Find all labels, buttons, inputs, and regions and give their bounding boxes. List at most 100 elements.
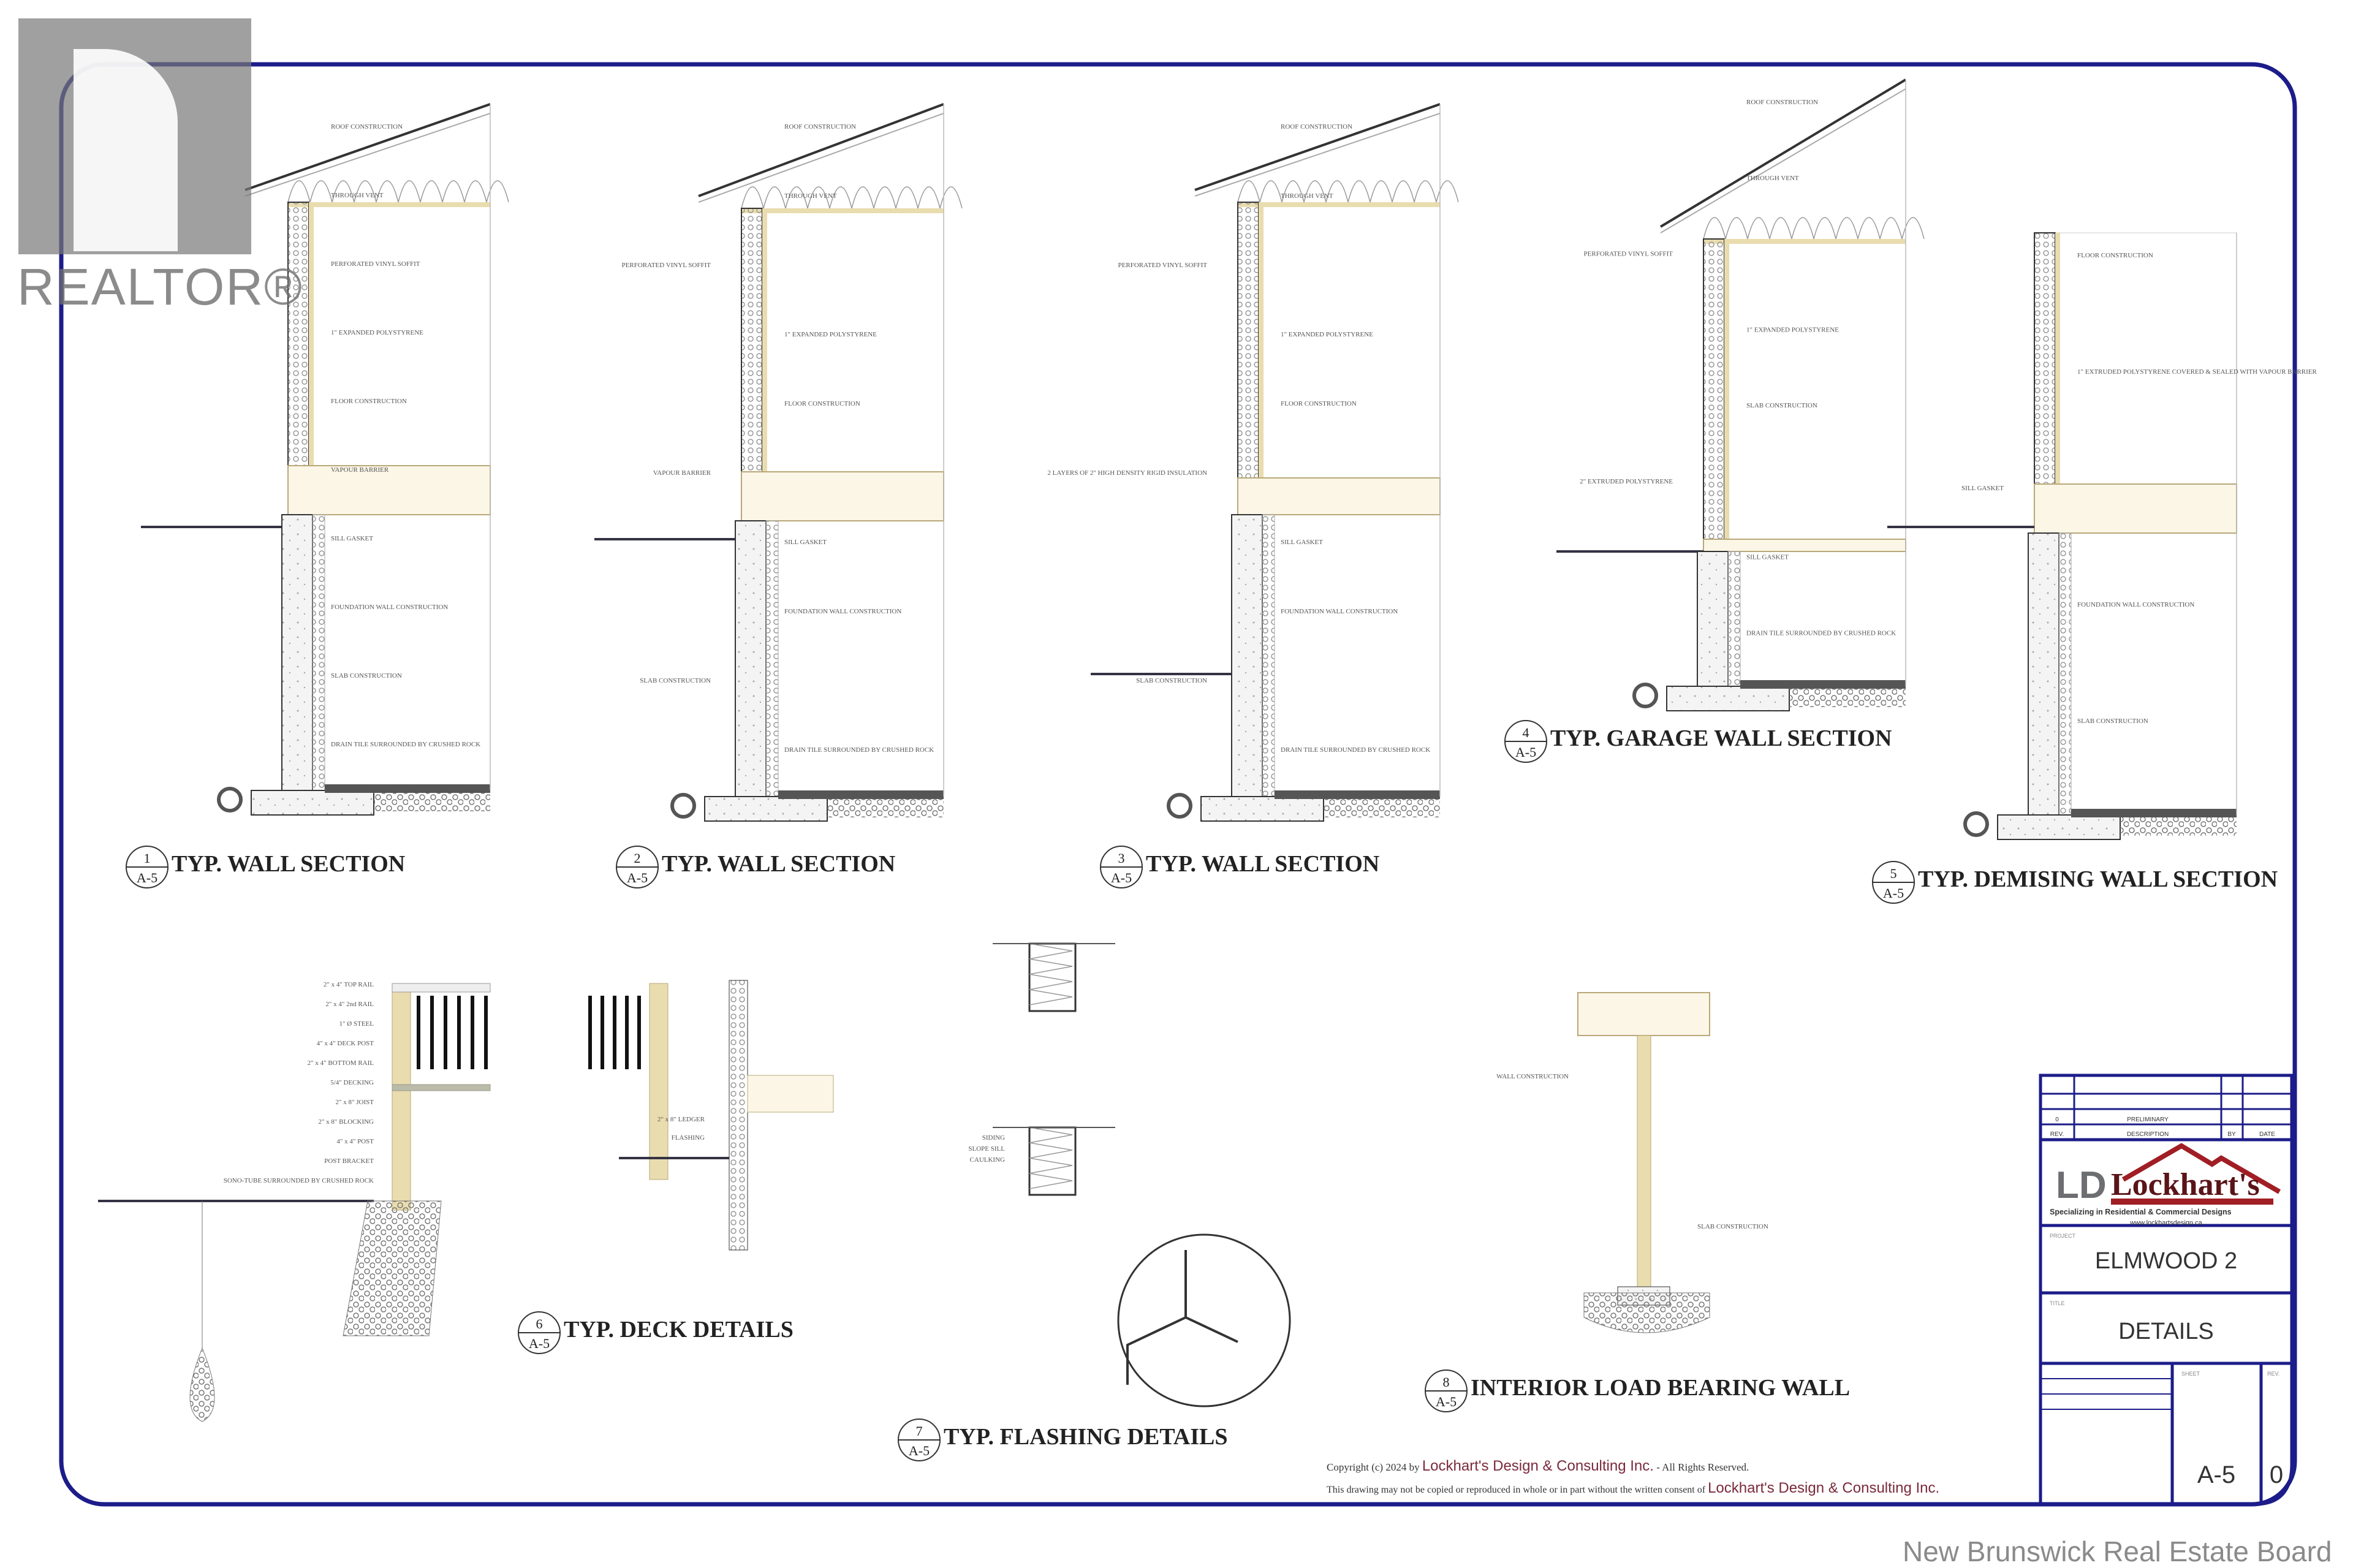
flashing-label: SIDING [982, 1134, 1005, 1142]
flashing-label: CAULKING [970, 1156, 1005, 1164]
foundation-wall [1231, 514, 1263, 797]
wall-drywall [1724, 239, 1729, 539]
copyright-prefix: Copyright (c) 2024 by [1327, 1461, 1420, 1473]
baluster [601, 996, 604, 1069]
exterior-wall [2034, 232, 2056, 485]
annotation-label: THROUGH VENT [1281, 192, 1333, 200]
deck-label: 4" x 4" POST [336, 1138, 374, 1145]
annotation-label: 1" EXPANDED POLYSTYRENE [1281, 331, 1373, 338]
sheet-number: A-5 [2197, 1461, 2235, 1488]
foundation-insulation [1727, 551, 1741, 687]
board-watermark: New Brunswick Real Estate Board [1903, 1536, 2332, 1567]
annotation-label: ROOF CONSTRUCTION [784, 123, 856, 131]
crushed-stone [1789, 689, 1906, 707]
annotation-label: SLAB CONSTRUCTION [1746, 402, 1817, 409]
annotation-label: SILL GASKET [331, 535, 373, 542]
floor-slab [778, 790, 944, 799]
baluster [471, 996, 474, 1069]
rev-value: 0 [2055, 1116, 2059, 1123]
section-sheet: A-5 [1111, 870, 1132, 885]
foundation-wall [735, 520, 767, 797]
deck-label: 1" Ø STEEL [339, 1020, 374, 1028]
section-sheet: A-5 [529, 1336, 550, 1351]
wall-drywall [762, 208, 767, 472]
deck-label: FLASHING [672, 1134, 705, 1142]
drain-tile [217, 787, 243, 812]
drain-tile [670, 793, 696, 819]
logo-url: www.lockhartsdesign.ca [2129, 1219, 2202, 1227]
annotation-label: DRAIN TILE SURROUNDED BY CRUSHED ROCK [331, 741, 480, 748]
exterior-wall [287, 202, 309, 466]
baluster [625, 996, 629, 1069]
baluster [417, 996, 420, 1069]
roof-line [1194, 103, 1441, 191]
annotation-label: THROUGH VENT [331, 192, 384, 199]
annotation-label: DRAIN TILE SURROUNDED BY CRUSHED ROCK [1281, 746, 1430, 754]
annotation-label: FLOOR CONSTRUCTION [331, 398, 407, 405]
drain-tile [1963, 811, 1989, 837]
rev-number: 0 [2270, 1461, 2283, 1488]
sono-tube-gravel [343, 1200, 442, 1336]
logo-initials: LD [2056, 1164, 2107, 1206]
interior-label: SLAB CONSTRUCTION [1697, 1223, 1768, 1230]
annotation-label: ROOF CONSTRUCTION [1746, 99, 1818, 106]
logo-tagline: Specializing in Residential & Commercial… [2050, 1208, 2232, 1216]
copyright-notice-text: This drawing may not be copied or reprod… [1327, 1485, 1706, 1495]
slab-gravel [1583, 1292, 1710, 1333]
title-label: TITLE [2050, 1300, 2065, 1306]
title-block-text: 0 PRELIMINARY REV. DESCRIPTION BY DATE L… [2050, 1116, 2283, 1488]
section-sheet: A-5 [909, 1443, 930, 1458]
crushed-stone [2120, 817, 2237, 836]
description-header: DESCRIPTION [2127, 1131, 2169, 1138]
rev-header: REV. [2050, 1131, 2064, 1138]
section-title: TYP. WALL SECTION [662, 851, 895, 877]
footing [704, 796, 828, 822]
bearing-wall [1637, 1035, 1651, 1293]
section-title: TYP. GARAGE WALL SECTION [1550, 725, 1892, 751]
attic-insulation [287, 180, 509, 203]
annotation-label: 1" EXPANDED POLYSTYRENE [784, 331, 877, 338]
ceiling-drywall [1238, 202, 1440, 207]
floor-slab [1275, 790, 1440, 799]
wall-drywall [2055, 233, 2060, 484]
floor-joist [1577, 992, 1710, 1036]
roof-line [244, 103, 491, 191]
section-number: 5 [1890, 866, 1897, 881]
deck-label: SONO-TUBE SURROUNDED BY CRUSHED ROCK [224, 1177, 374, 1184]
floor-slab [2071, 809, 2237, 817]
section-title: INTERIOR LOAD BEARING WALL [1471, 1375, 1850, 1401]
annotation-label: SLAB CONSTRUCTION [331, 672, 402, 680]
baluster [457, 996, 461, 1069]
deck-label: 2" x 8" BLOCKING [318, 1118, 374, 1126]
attic-insulation [741, 186, 963, 209]
annotation-label: 1" EXPANDED POLYSTYRENE [331, 329, 423, 336]
section-number: 8 [1443, 1374, 1450, 1390]
annotation-label: 1" EXPANDED POLYSTYRENE [1746, 326, 1839, 333]
section-title: TYP. DEMISING WALL SECTION [1918, 866, 2278, 892]
attic-insulation [1703, 217, 1925, 240]
house-floor [747, 1075, 834, 1113]
annotation-label: FOUNDATION WALL CONSTRUCTION [331, 604, 448, 611]
helical-pile [189, 1201, 215, 1422]
insulation-zigzag [1029, 943, 1073, 1006]
floor-joist [287, 465, 491, 515]
wall-drywall [1259, 202, 1264, 478]
annotation-label: FOUNDATION WALL CONSTRUCTION [2077, 601, 2194, 608]
foundation-insulation [2058, 532, 2072, 816]
project-name: ELMWOOD 2 [2095, 1248, 2237, 1274]
crushed-stone [827, 799, 944, 817]
annotation-label: SILL GASKET [1961, 485, 2004, 492]
section-number: 4 [1523, 725, 1529, 740]
section-title: TYP. WALL SECTION [172, 851, 405, 877]
